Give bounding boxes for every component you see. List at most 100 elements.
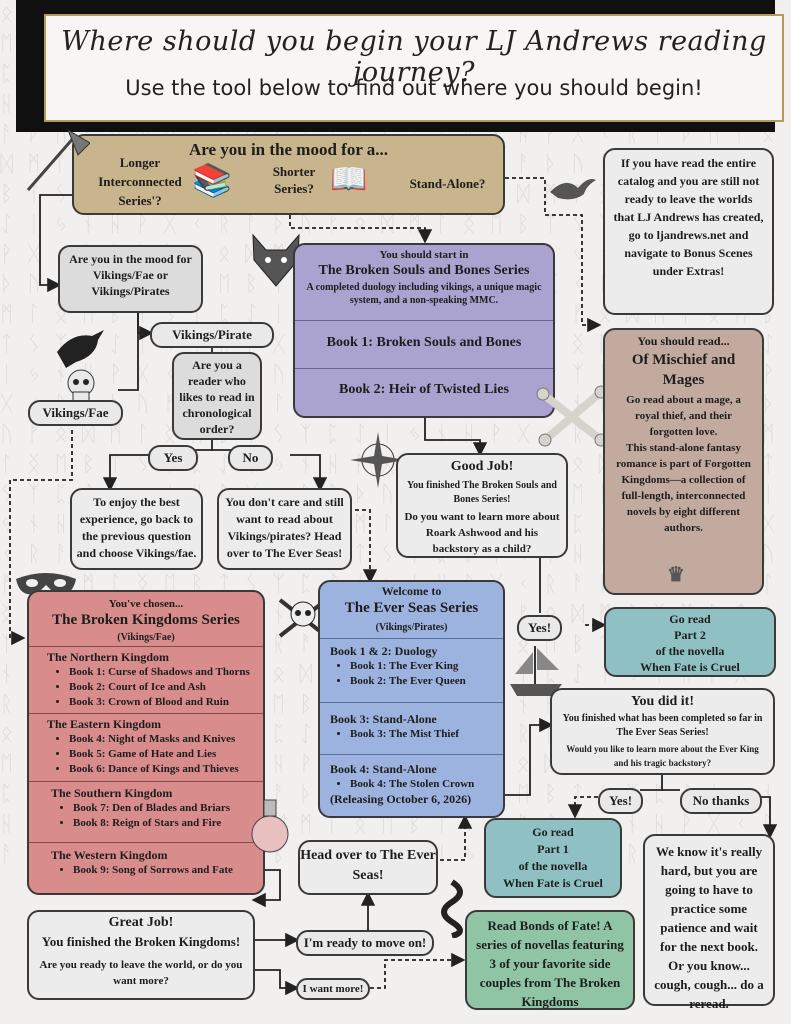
bk-book-1[interactable]: Book 1: Curse of Shadows and Thorns xyxy=(69,665,259,680)
axe-icon xyxy=(18,125,91,200)
serpent-icon xyxy=(432,878,472,943)
part2-text4: When Fate is Cruel xyxy=(640,660,740,674)
ever-seas-card: Welcome to The Ever Seas Series (Vikings… xyxy=(318,580,505,818)
compass-icon xyxy=(350,432,406,493)
no-answer-box: You don't care and still want to read ab… xyxy=(217,488,352,570)
bk-book-4[interactable]: Book 4: Night of Masks and Knives xyxy=(69,732,259,747)
great-job-line2: Are you ready to leave the world, or do … xyxy=(39,959,243,987)
you-did-it-title: You did it! xyxy=(630,694,695,709)
es-standalone3: Book 3: Stand-Alone xyxy=(330,712,437,726)
ready-to-move-on-button[interactable]: I'm ready to move on! xyxy=(296,930,434,956)
bk-northern: The Northern Kingdom xyxy=(47,650,170,664)
es-standalone4: Book 4: Stand-Alone xyxy=(330,762,437,776)
bonds-of-fate-box: Read Bonds of Fate! A series of novellas… xyxy=(465,910,635,1010)
part1-text3: of the novella xyxy=(518,859,588,873)
no-answer-text: You don't care and still want to read ab… xyxy=(225,495,344,560)
bonds-of-fate-text: Read Bonds of Fate! A series of novellas… xyxy=(476,918,624,1009)
es-standalone3-list: Book 3: The Mist Thief xyxy=(330,727,499,742)
bk-book-5[interactable]: Book 5: Game of Hate and Lies xyxy=(69,747,259,762)
vikings-fae-option[interactable]: Vikings/Fae xyxy=(28,400,123,426)
bk-western: The Western Kingdom xyxy=(51,848,168,862)
mischief-desc1: Go read about a mage, a royal thief, and… xyxy=(626,394,741,438)
part2-text3: of the novella xyxy=(655,644,725,658)
bk-book-3[interactable]: Book 3: Crown of Blood and Ruin xyxy=(69,695,259,710)
es-book-1[interactable]: Book 1: The Ever King xyxy=(350,659,499,674)
bk-southern: The Southern Kingdom xyxy=(51,786,173,800)
es-intro: Welcome to xyxy=(381,584,442,598)
good-job-line1: You finished The Broken Souls and Bones … xyxy=(407,480,557,505)
mask-icon xyxy=(14,565,78,610)
mischief-desc2: This stand-alone fantasy romance is part… xyxy=(616,442,751,534)
good-job-title: Good Job! xyxy=(450,459,514,474)
bk-book-8[interactable]: Book 8: Reign of Stars and Fire xyxy=(73,816,259,831)
chronological-question-box: Are you a reader who likes to read in ch… xyxy=(172,352,262,440)
good-job-yes-button[interactable]: Yes! xyxy=(517,615,562,641)
mischief-intro: You should read... xyxy=(637,334,730,348)
good-job-box: Good Job! You finished The Broken Souls … xyxy=(396,453,568,558)
broken-kingdoms-card: You've chosen... The Broken Kingdoms Ser… xyxy=(27,590,265,895)
head-over-text[interactable]: Head over to The Ever Seas! xyxy=(300,848,436,883)
books-icon: 📚 xyxy=(192,162,232,198)
bk-book-2[interactable]: Book 2: Court of Ice and Ash xyxy=(69,680,259,695)
part2-text2: Part 2 xyxy=(674,628,706,642)
es-book-2[interactable]: Book 2: The Ever Queen xyxy=(350,674,499,689)
es-standalone4-list: Book 4: The Stolen Crown xyxy=(330,777,499,792)
yes-button[interactable]: Yes xyxy=(148,445,198,471)
bk-book-9[interactable]: Book 9: Song of Sorrows and Fate xyxy=(73,863,233,878)
part1-text4: When Fate is Cruel xyxy=(503,876,603,890)
page-subtitle: Use the tool below to find out where you… xyxy=(125,76,703,100)
part1-text1: Go read xyxy=(532,825,574,839)
broken-souls-intro: You should start in xyxy=(379,249,469,261)
head-over-box: Head over to The Ever Seas! xyxy=(298,840,438,895)
crown-icon: ♛ xyxy=(667,564,685,586)
vikings-question: Are you in the mood for Vikings/Fae or V… xyxy=(69,252,192,298)
yes-answer-text: To enjoy the best experience, go back to… xyxy=(76,495,197,560)
part1-text2: Part 1 xyxy=(537,842,569,856)
bk-northern-list: Book 1: Curse of Shadows and Thorns Book… xyxy=(47,665,259,710)
page-title: Where should you begin your LJ Andrews r… xyxy=(61,26,767,88)
you-did-it-yes-button[interactable]: Yes! xyxy=(598,788,643,814)
vikings-question-box: Are you in the mood for Vikings/Fae or V… xyxy=(58,245,203,313)
broken-souls-book-2[interactable]: Book 2: Heir of Twisted Lies xyxy=(339,382,509,397)
bk-western-list: Book 9: Song of Sorrows and Fate xyxy=(51,863,233,878)
bk-book-6[interactable]: Book 6: Dance of Kings and Thieves xyxy=(69,762,259,777)
potion-icon xyxy=(244,796,298,861)
bk-title: The Broken Kingdoms Series xyxy=(52,612,240,628)
great-job-title: Great Job! xyxy=(108,915,174,930)
bk-book-7[interactable]: Book 7: Den of Blades and Briars xyxy=(73,801,259,816)
patience-text: We know it's really hard, but you are go… xyxy=(654,844,764,1011)
raven-icon xyxy=(52,322,106,375)
no-thanks-button[interactable]: No thanks xyxy=(680,788,762,814)
broken-souls-desc: A completed duology including vikings, a… xyxy=(306,282,542,306)
option-longer-series[interactable]: Longer Interconnected Series'? xyxy=(98,155,182,208)
es-duology: Book 1 & 2: Duology xyxy=(330,644,438,658)
you-did-it-box: You did it! You finished what has been c… xyxy=(550,688,775,775)
option-shorter-series[interactable]: Shorter Series? xyxy=(272,164,316,196)
no-button[interactable]: No xyxy=(228,445,273,471)
vikings-pirate-option[interactable]: Vikings/Pirate xyxy=(150,322,274,348)
skull-icon xyxy=(63,368,99,409)
you-did-it-line1: You finished what has been completed so … xyxy=(562,713,763,738)
option-stand-alone[interactable]: Stand-Alone? xyxy=(409,176,486,191)
bird-icon xyxy=(548,172,598,215)
es-title: The Ever Seas Series xyxy=(344,600,479,616)
patience-box: We know it's really hard, but you are go… xyxy=(643,834,775,1011)
broken-souls-title: The Broken Souls and Bones Series xyxy=(318,263,530,278)
want-more-button[interactable]: I want more! xyxy=(296,978,370,1000)
bones-icon xyxy=(533,384,611,453)
es-book-3[interactable]: Book 3: The Mist Thief xyxy=(350,727,499,742)
great-job-line1: You finished the Broken Kingdoms! xyxy=(41,934,241,949)
bk-eastern-list: Book 4: Night of Masks and Knives Book 5… xyxy=(47,732,259,777)
es-releasing: (Releasing October 6, 2026) xyxy=(330,792,472,806)
bk-southern-list: Book 7: Den of Blades and Briars Book 8:… xyxy=(51,801,259,831)
mood-question: Are you in the mood for a... xyxy=(188,140,389,159)
entire-catalog-box: If you have read the entire catalog and … xyxy=(603,148,774,315)
es-duology-list: Book 1: The Ever King Book 2: The Ever Q… xyxy=(330,659,499,689)
es-book-4[interactable]: Book 4: The Stolen Crown xyxy=(350,777,499,792)
chronological-question: Are you a reader who likes to read in ch… xyxy=(179,358,255,436)
broken-souls-book-1[interactable]: Book 1: Broken Souls and Bones xyxy=(326,335,522,350)
mischief-title: Of Mischief and Mages xyxy=(631,352,736,388)
bk-eastern: The Eastern Kingdom xyxy=(47,717,162,731)
part1-box: Go read Part 1 of the novella When Fate … xyxy=(484,818,622,898)
